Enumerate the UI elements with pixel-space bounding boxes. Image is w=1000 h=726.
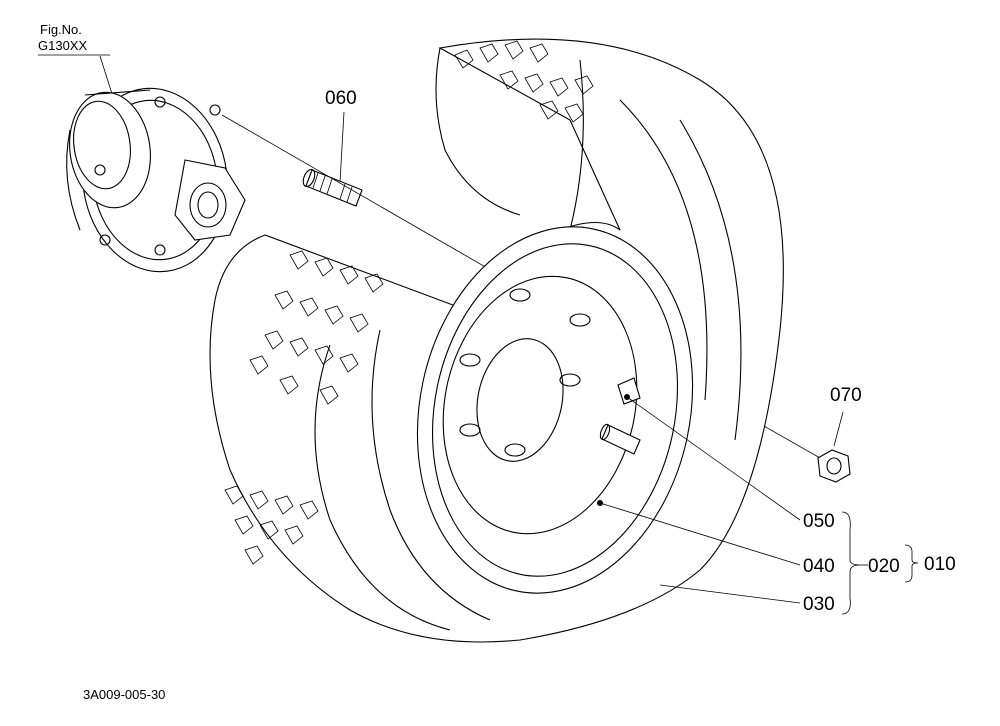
callout-020: 020 (868, 556, 900, 577)
fig-no-label: Fig.No. (40, 22, 82, 37)
fig-no-value: G130XX (38, 38, 87, 53)
callout-010: 010 (924, 554, 956, 575)
callout-060: 060 (325, 88, 357, 109)
callout-070: 070 (830, 385, 862, 406)
fig-number-block: Fig.No. G130XX (38, 22, 115, 101)
hub-icon (66, 87, 246, 273)
callout-050: 050 (803, 511, 835, 532)
drawing-code: 3A009-005-30 (83, 687, 165, 702)
valve-stem-icon (597, 377, 641, 506)
hex-nut-icon (817, 411, 851, 483)
wheel-rim-icon (416, 226, 694, 594)
callout-030: 030 (803, 594, 835, 615)
stud-bolt-icon (302, 168, 363, 207)
callout-040: 040 (803, 556, 835, 577)
